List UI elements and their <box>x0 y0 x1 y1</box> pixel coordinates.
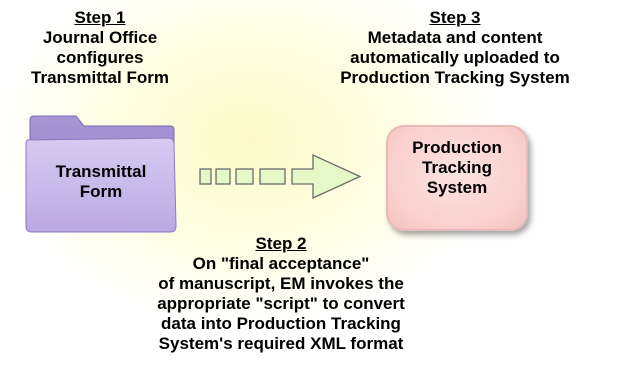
transfer-arrow <box>199 153 362 200</box>
step1-line: configures <box>56 48 144 67</box>
step2-text: Step 2 On "final acceptance" of manuscri… <box>125 234 437 354</box>
arrow-segment <box>259 168 286 185</box>
transmittal-form-folder: Transmittal Form <box>24 112 178 234</box>
step2-line: data into Production Tracking <box>161 314 401 333</box>
step1-line: Transmittal Form <box>31 68 169 87</box>
step3-line: Metadata and content <box>367 28 543 47</box>
arrow-head <box>291 153 362 200</box>
folder-label: Transmittal Form <box>32 162 170 202</box>
step1-heading: Step 1 <box>74 8 126 27</box>
step3-line: automatically uploaded to <box>350 48 560 67</box>
step2-line: System's required XML format <box>158 334 404 353</box>
step3-text: Step 3 Metadata and content automaticall… <box>295 8 615 88</box>
step2-line: On "final acceptance" <box>192 254 370 273</box>
step1-line: Journal Office <box>42 28 158 47</box>
step1-text: Step 1 Journal Office configures Transmi… <box>0 8 200 88</box>
step2-line: appropriate "script" to convert <box>157 294 405 313</box>
system-label: Production Tracking System <box>388 138 526 198</box>
system-label-line: System <box>426 178 488 197</box>
folder-label-line: Transmittal <box>55 162 147 181</box>
step3-heading: Step 3 <box>429 8 481 27</box>
arrow-segment <box>199 168 212 185</box>
system-label-line: Production <box>412 138 502 157</box>
step2-line: of manuscript, EM invokes the <box>158 274 404 293</box>
production-tracking-system-box: Production Tracking System <box>386 125 528 231</box>
folder-icon <box>25 115 177 233</box>
step2-heading: Step 2 <box>255 234 307 253</box>
arrow-segment <box>215 168 231 185</box>
folder-label-line: Form <box>79 182 123 201</box>
step3-line: Production Tracking System <box>340 68 570 87</box>
arrow-segment <box>235 168 254 185</box>
system-label-line: Tracking <box>422 158 492 177</box>
